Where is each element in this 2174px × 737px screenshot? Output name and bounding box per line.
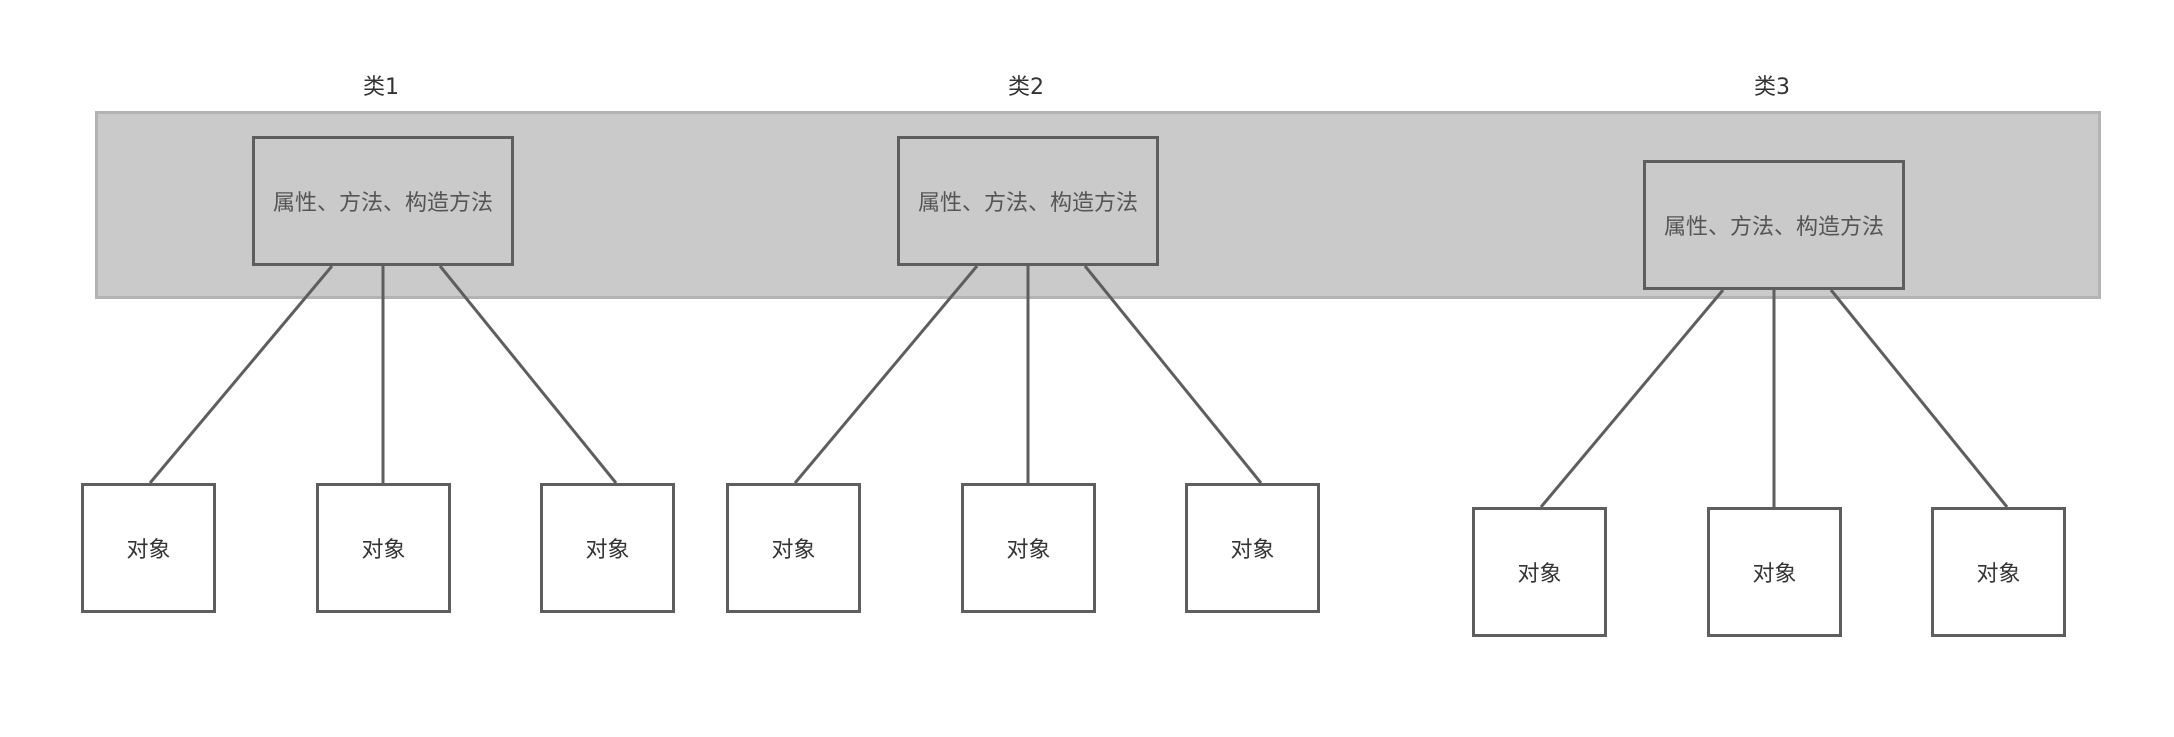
connector-line [1539,289,1725,508]
object-box: 对象 [540,483,675,613]
object-label: 对象 [1752,562,1797,587]
object-label: 对象 [771,538,816,563]
object-box: 对象 [1472,507,1607,637]
object-box: 对象 [726,483,861,613]
object-box: 对象 [1931,507,2066,637]
classes-band [95,111,2101,299]
object-box: 对象 [316,483,451,613]
class-title: 类2 [1008,75,1044,100]
object-label: 对象 [1006,538,1051,563]
class-title: 类1 [363,75,399,100]
class-members-box: 属性、方法、构造方法 [252,136,514,266]
class-members-label: 属性、方法、构造方法 [1663,215,1884,240]
connector-line [438,265,618,484]
object-box: 对象 [1707,507,1842,637]
object-box: 对象 [961,483,1096,613]
object-label: 对象 [1230,538,1275,563]
object-box: 对象 [1185,483,1320,613]
object-label: 对象 [361,538,406,563]
connector-line [1083,265,1263,484]
class-members-box: 属性、方法、构造方法 [897,136,1159,266]
object-label: 对象 [1517,562,1562,587]
object-label: 对象 [126,538,171,563]
object-label: 对象 [1976,562,2021,587]
connector-line [1829,289,2009,508]
class-members-label: 属性、方法、构造方法 [917,191,1138,216]
class-members-label: 属性、方法、构造方法 [272,191,493,216]
connector-line [148,265,334,484]
class-members-box: 属性、方法、构造方法 [1643,160,1905,290]
object-box: 对象 [81,483,216,613]
object-label: 对象 [585,538,630,563]
class-title: 类3 [1754,75,1790,100]
connector-line [793,265,979,484]
